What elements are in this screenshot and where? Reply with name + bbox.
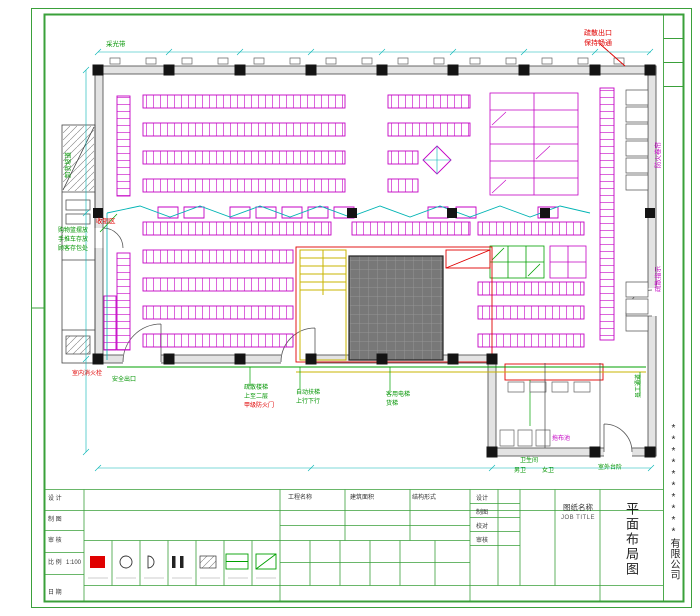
sheet-frame [31,8,692,608]
pallet-rack-grid [489,92,579,196]
staircase [299,249,347,361]
shelving-vertical [103,87,615,351]
restroom-fixtures [499,363,601,448]
legend-green-diagonal-equipment-symbol [255,553,277,570]
right-wall-coolers [625,89,649,332]
legend-semicircle-door-symbol [147,555,155,569]
drawing-name-label: 图纸名称 [563,503,593,512]
drawing-title: 平面布局图 [624,501,639,577]
diamond-feature [422,145,452,175]
drawing-title-cell: 平面布局图 [600,492,663,586]
job-title-label: JOB TITLE [560,515,596,521]
title-block-lines [44,489,663,602]
legend-green-frame-equipment-symbol [225,553,249,570]
legend-hydrant-symbol [90,556,105,568]
dimension-lines [82,48,655,472]
wiring [99,205,646,426]
escalator-void [348,255,444,361]
equipment-grid-green [489,245,545,279]
equipment-grid-magenta [549,245,587,279]
company-strip: **********有限公司 [663,402,684,600]
shelving [142,94,585,348]
annex [61,124,96,364]
legend-hatched-area-symbol [199,555,217,569]
company-name: **********有限公司 [668,422,679,580]
top-wall-vents [109,57,625,65]
door-openings [94,228,657,457]
legend [88,553,277,579]
legend-column-circle-symbol [119,555,133,569]
legend-double-bar-symbol [172,556,184,568]
